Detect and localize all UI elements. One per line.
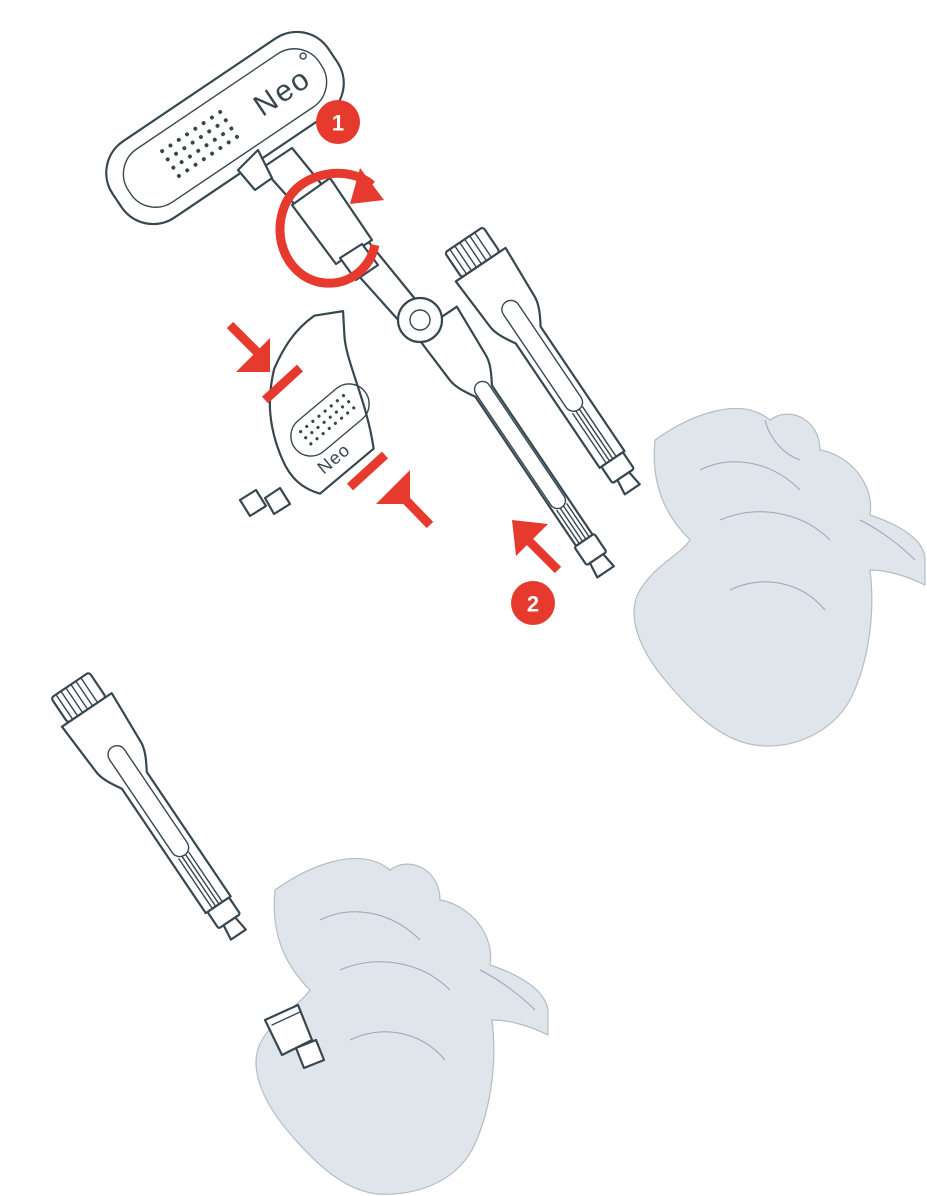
t-handle-driver: Neo	[92, 17, 420, 322]
top-scene: Neo Neo	[92, 17, 925, 746]
bottom-scene	[45, 668, 548, 1194]
vertebra-top	[634, 409, 925, 746]
inserter-body-bottom	[45, 668, 263, 951]
step-badge-1: 1	[316, 100, 360, 144]
squeeze-arrow-lower	[350, 455, 430, 525]
svg-text:1: 1	[332, 111, 344, 136]
svg-text:2: 2	[527, 592, 539, 617]
push-arrow-icon	[512, 520, 558, 570]
step-badge-2: 2	[511, 581, 555, 625]
